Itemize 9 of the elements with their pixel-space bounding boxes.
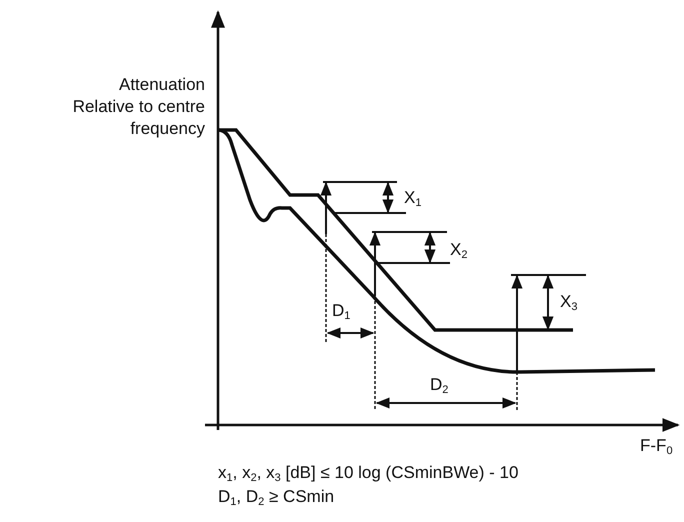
dimension-label: X$_{3}$	[560, 291, 578, 313]
formula-note: D$_{1}$, D$_{2}$ ≥ CSmin	[218, 486, 334, 508]
dimension-label: D$_{2}$	[430, 374, 448, 396]
dimension-label: X$_{2}$	[450, 239, 468, 261]
dimension-label: X$_{1}$	[404, 187, 422, 209]
dimension-label: D$_{1}$	[332, 300, 350, 322]
axis-title: Attenuation Relative to centre frequency	[72, 74, 205, 140]
formula-note: x$_{1}$, x$_{2}$, x$_{3}$ [dB] ≤ 10 log (CSminBWe) - 10	[218, 462, 518, 484]
axis-title: F-F$_{0}$	[640, 435, 673, 457]
